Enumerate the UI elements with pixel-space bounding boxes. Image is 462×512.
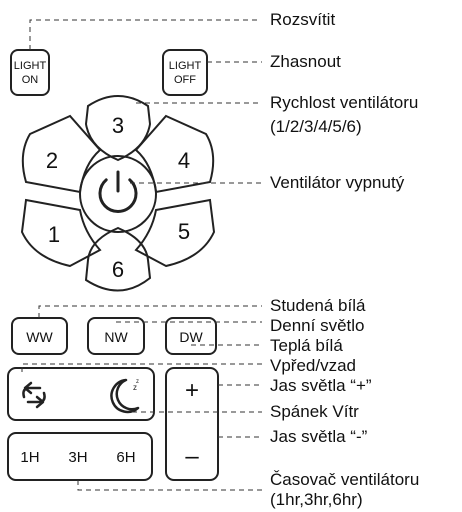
speed-2-label: 2 [46,148,58,173]
speed-1-button[interactable] [20,198,102,268]
speed-6-button[interactable] [84,226,152,292]
dw-button[interactable] [165,317,217,355]
speed-5-label: 5 [178,219,190,244]
fan-off-callout: Ventilátor vypnutý [270,173,405,192]
brightness-panel [165,367,219,481]
svg-text:z: z [133,383,137,392]
brightness-plus-callout: Jas světla “+” [270,376,372,395]
brightness-minus-callout: Jas světla “-” [270,427,368,446]
timer-panel [7,432,153,481]
leader-lines [21,19,262,491]
light-off-callout: Zhasnout [270,52,341,71]
fan-speed-callout-line2: (1/2/3/4/5/6) [270,117,362,136]
light-off-text-1: LIGHT [169,60,202,72]
timer-callout-line2: (1hr,3hr,6hr) [270,490,363,509]
cold-white-callout: Studená bílá [270,296,366,315]
dw-label: DW [179,329,203,345]
timer-3h-button[interactable]: 3H [68,449,87,466]
nw-label: NW [104,329,128,345]
timer-callout-line1: Časovač ventilátoru [270,470,420,489]
speed-6-label: 6 [112,257,124,282]
ww-label: WW [26,329,53,345]
light-on-callout: Rozsvítit [270,10,336,29]
speed-5-button[interactable] [134,198,216,268]
light-on-button[interactable] [10,49,50,96]
sleep-wind-callout: Spánek Vítr [270,402,359,421]
reverse-sleep-panel [7,367,155,421]
reverse-arrows-icon [22,381,46,409]
speed-4-label: 4 [178,148,190,173]
brightness-plus-button[interactable]: + [185,377,199,404]
light-on-text-2: ON [22,74,39,86]
light-off-button[interactable] [162,49,208,96]
nw-button[interactable] [87,317,145,355]
svg-text:z: z [136,379,139,385]
timer-1h-button[interactable]: 1H [20,449,39,466]
speed-3-label: 3 [112,113,124,138]
speed-2-button[interactable] [21,114,102,194]
light-on-text-1: LIGHT [14,60,47,72]
speed-4-button[interactable] [134,114,215,194]
moon-sleep-icon: z z [110,378,140,414]
power-icon [98,170,138,213]
forward-reverse-callout: Vpřed/vzad [270,356,356,375]
fan-speed-callout-line1: Rychlost ventilátoru [270,93,419,112]
light-off-text-2: OFF [174,74,196,86]
brightness-minus-button[interactable]: – [185,443,199,470]
timer-6h-button[interactable]: 6H [116,449,135,466]
speed-1-label: 1 [48,222,60,247]
daylight-callout: Denní světlo [270,316,365,335]
fan-off-button[interactable] [79,155,157,233]
warm-white-callout: Teplá bílá [270,336,343,355]
